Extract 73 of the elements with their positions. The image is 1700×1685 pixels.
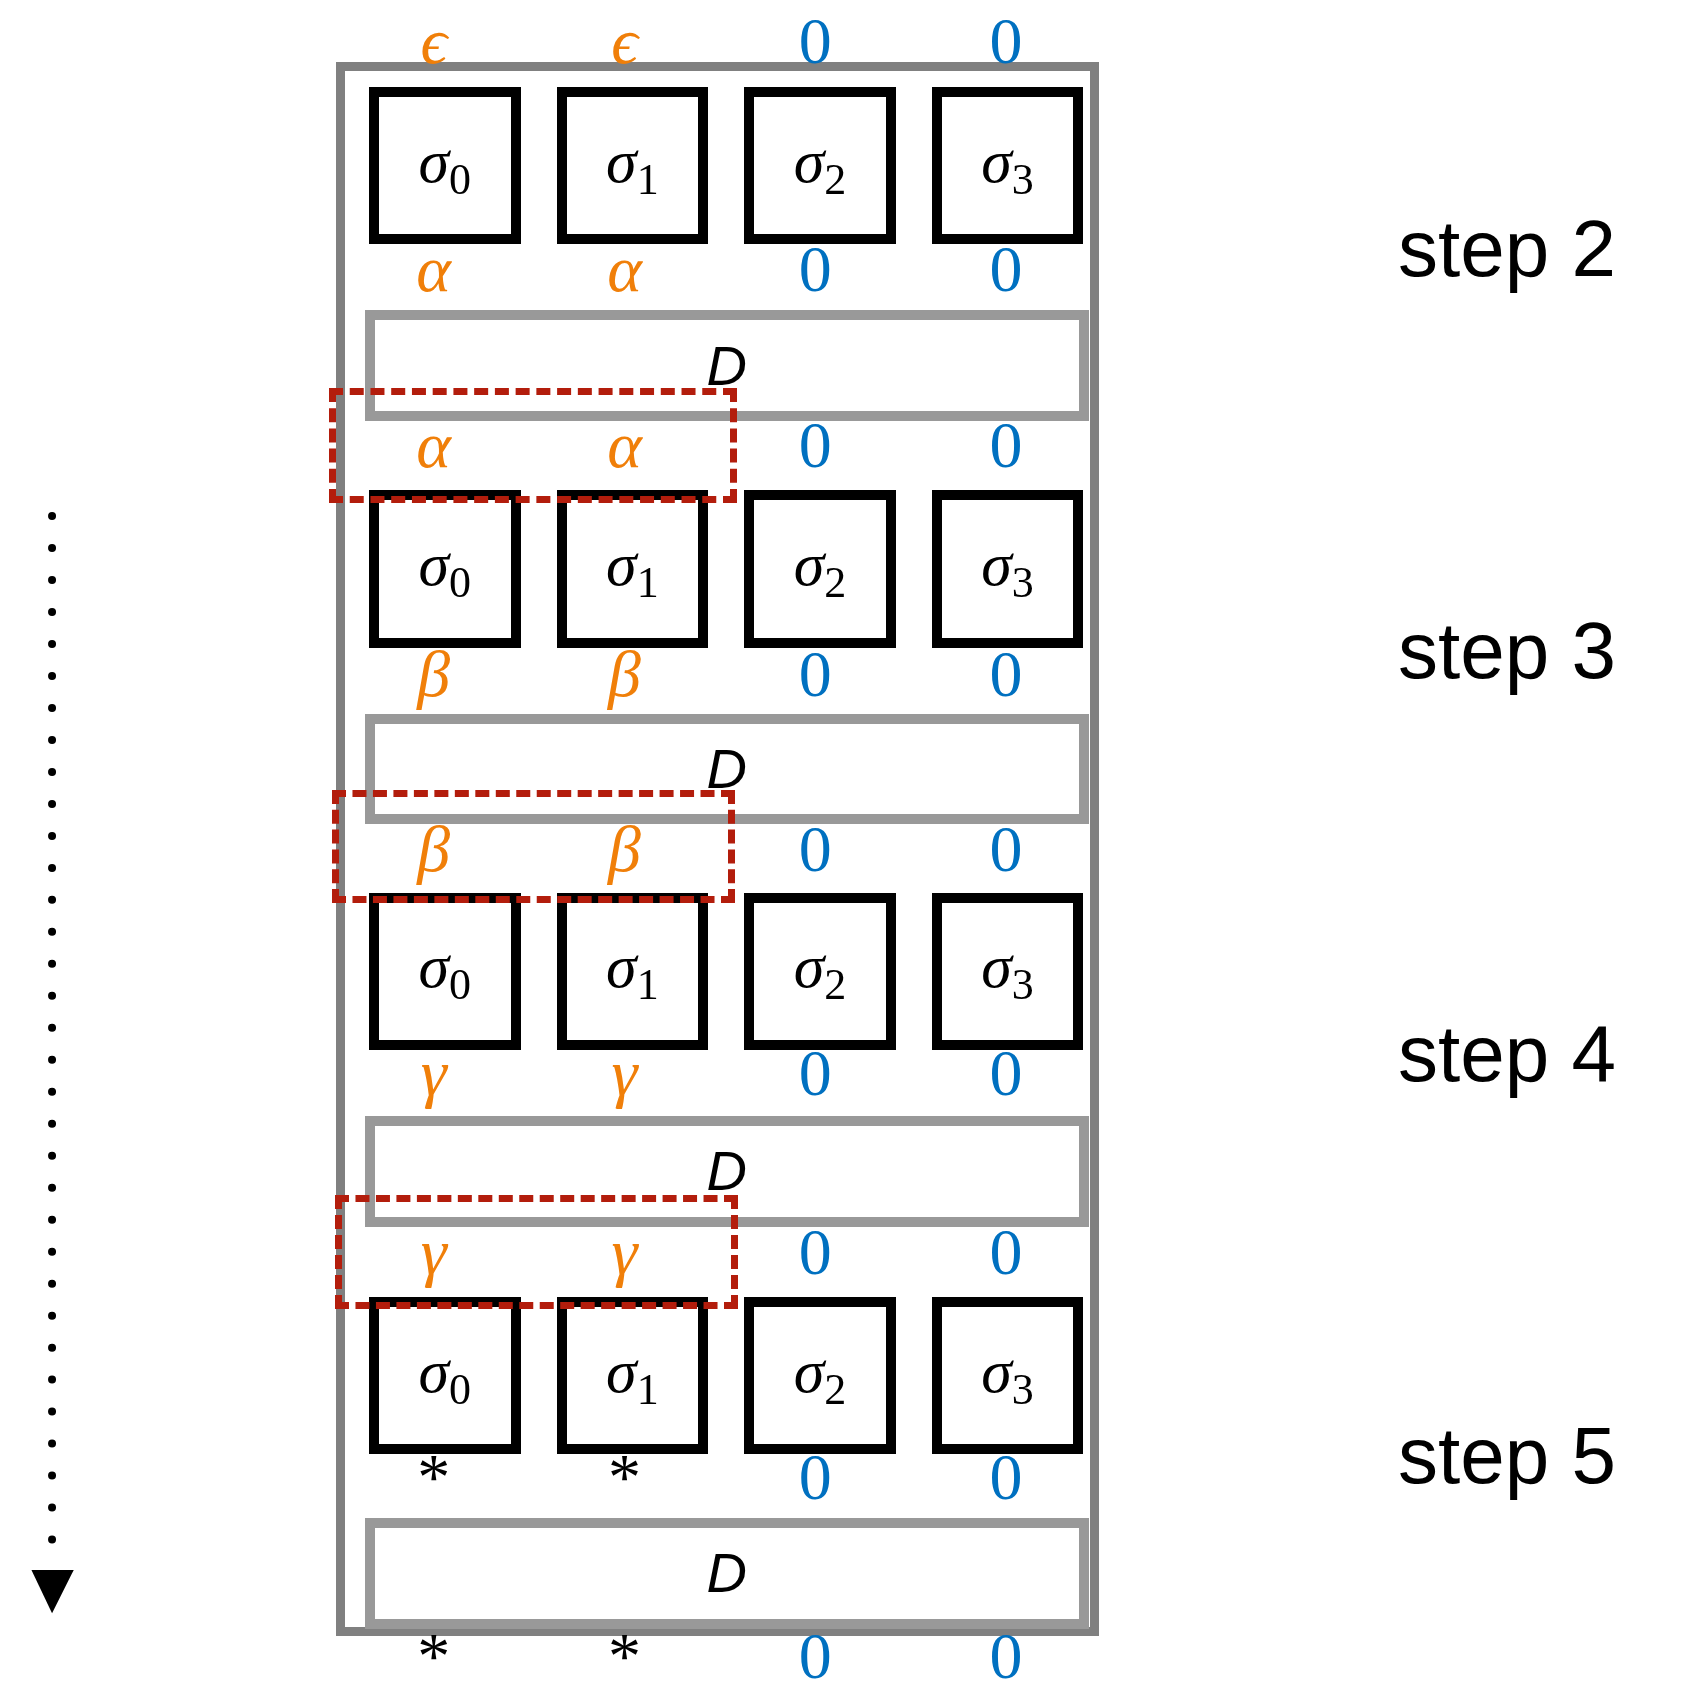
register-box xyxy=(744,892,896,1050)
register-box xyxy=(744,87,896,245)
register-box xyxy=(368,87,521,245)
symbol-label: α xyxy=(416,411,451,478)
symbol-label: β xyxy=(608,641,641,708)
sigma-label: σ$_{0}$ xyxy=(418,129,472,202)
symbol-label: β xyxy=(417,641,451,708)
symbol-label: α xyxy=(607,235,642,302)
symbol-label: 0 xyxy=(798,1622,832,1685)
sigma-label: σ$_{2}$ xyxy=(793,935,847,1008)
symbol-label: 0 xyxy=(989,1219,1023,1286)
sigma-label: σ$_{2}$ xyxy=(793,1339,847,1412)
symbol-label: α xyxy=(416,235,451,302)
symbol-label: * xyxy=(417,1622,451,1685)
symbol-label: * xyxy=(417,1443,451,1510)
sigma-label: σ$_{0}$ xyxy=(418,935,472,1008)
symbol-label: 0 xyxy=(798,641,832,708)
sigma-label: σ$_{0}$ xyxy=(418,1339,472,1412)
symbol-label: γ xyxy=(420,1219,447,1286)
symbol-label: * xyxy=(608,1443,641,1510)
symbol-label: 0 xyxy=(989,1040,1023,1107)
symbol-label: 0 xyxy=(798,8,832,75)
symbol-label: 0 xyxy=(989,641,1023,708)
register-box xyxy=(368,490,521,648)
sigma-label: σ$_{1}$ xyxy=(606,1339,659,1412)
symbol-label: 0 xyxy=(989,8,1023,75)
decoder-band xyxy=(364,1115,1089,1227)
symbol-label: 0 xyxy=(989,1443,1023,1510)
register-box xyxy=(556,1297,709,1455)
sigma-label: σ$_{1}$ xyxy=(606,532,659,605)
symbol-label: 0 xyxy=(989,235,1023,302)
sigma-label: σ$_{1}$ xyxy=(606,935,659,1008)
symbol-label: 0 xyxy=(989,815,1023,882)
decoder-band xyxy=(364,713,1089,825)
symbol-label: α xyxy=(607,411,642,478)
symbol-label: 0 xyxy=(798,235,832,302)
sigma-label: σ$_{3}$ xyxy=(981,1339,1034,1412)
register-box xyxy=(556,87,709,245)
symbol-label: ϵ xyxy=(420,8,447,75)
symbol-label: 0 xyxy=(989,411,1023,478)
decoder-label: D xyxy=(706,337,747,394)
sigma-label: σ$_{3}$ xyxy=(981,532,1034,605)
sigma-label: σ$_{0}$ xyxy=(418,532,472,605)
symbol-label: ϵ xyxy=(611,8,638,75)
symbol-label: γ xyxy=(420,1040,447,1107)
symbol-label: γ xyxy=(611,1219,638,1286)
decoder-label: D xyxy=(706,741,747,797)
symbol-label: 0 xyxy=(989,1622,1023,1685)
register-box xyxy=(556,892,709,1050)
register-box xyxy=(931,892,1084,1050)
sigma-label: σ$_{2}$ xyxy=(793,129,847,202)
register-box xyxy=(931,490,1084,648)
sigma-label: σ$_{2}$ xyxy=(793,532,847,605)
symbol-label: 0 xyxy=(798,815,832,882)
register-box xyxy=(931,1297,1084,1455)
decoder-band xyxy=(364,310,1089,421)
symbol-label: 0 xyxy=(798,411,832,478)
register-box xyxy=(931,87,1084,245)
register-box xyxy=(556,490,709,648)
register-box xyxy=(368,1297,521,1455)
symbol-label: 0 xyxy=(798,1443,832,1510)
decoder-band xyxy=(364,1518,1089,1629)
symbol-label: 0 xyxy=(798,1040,832,1107)
symbol-label: 0 xyxy=(798,1219,832,1286)
decoder-label: D xyxy=(706,1143,747,1200)
decoder-label: D xyxy=(706,1545,747,1602)
sigma-label: σ$_{3}$ xyxy=(981,129,1034,202)
symbol-label: * xyxy=(608,1622,641,1685)
register-box xyxy=(744,1297,896,1455)
sigma-label: σ$_{3}$ xyxy=(981,935,1034,1008)
sigma-label: σ$_{1}$ xyxy=(606,129,659,202)
symbol-label: γ xyxy=(611,1040,638,1107)
register-box xyxy=(744,490,896,648)
